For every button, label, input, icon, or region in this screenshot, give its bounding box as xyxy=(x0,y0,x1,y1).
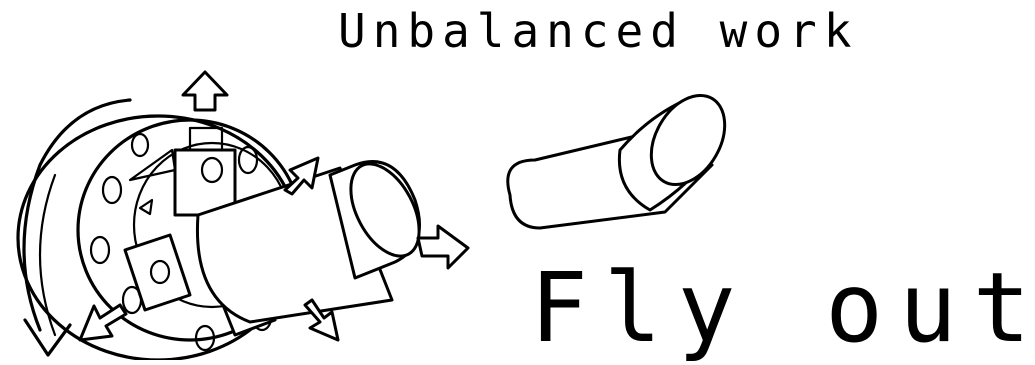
arrow-up xyxy=(183,72,227,110)
arrow-lower-left xyxy=(80,305,126,340)
arrow-right xyxy=(418,226,468,268)
fly-out-label: Fly out xyxy=(530,252,1035,364)
flown-work-piece xyxy=(508,82,740,228)
chuck-assembly xyxy=(18,100,433,360)
diagram-title: Unbalanced work xyxy=(338,4,858,58)
